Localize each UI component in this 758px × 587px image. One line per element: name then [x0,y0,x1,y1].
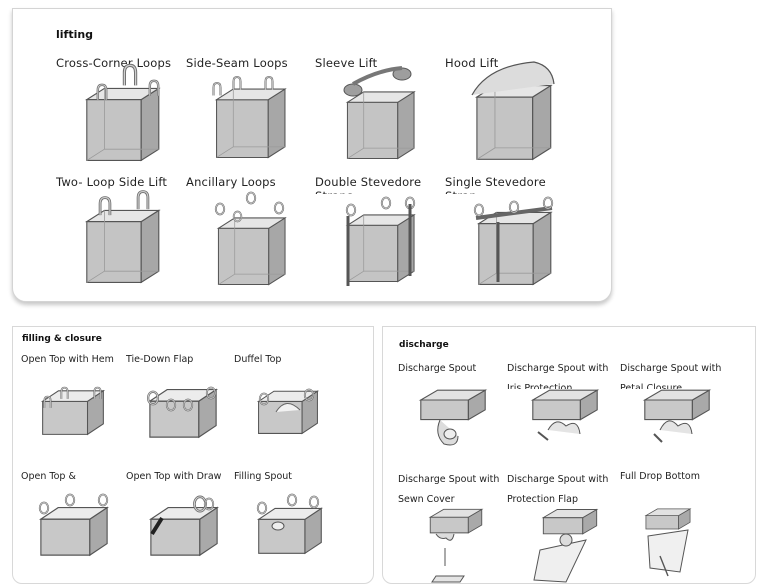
label-duffel-top: Duffel Top [234,354,282,365]
discharge-spout-illustration [420,389,486,446]
label-single-stevedore-strap: Single Stevedore Strap [445,175,546,194]
open-top-and-illustration [38,493,109,556]
label-hood-lift: Hood Lift [445,56,499,70]
label-double-stevedore-straps: Double Stevedore Straps [315,175,422,194]
label-discharge-spout-sewn-cover: Discharge Spout with Sewn Cover [398,474,500,505]
label-open-top-with-draw: Open Top with Draw [126,471,222,482]
full-drop-bottom-illustration [645,508,691,577]
tie-down-flap-illustration [146,386,217,438]
label-discharge-spout-protection-flap: Discharge Spout with Protection Flap [507,474,609,505]
label-tie-down-flap: Tie-Down Flap [126,354,194,365]
label-discharge-spout-iris-protection: Discharge Spout with Iris Protection [507,363,609,389]
open-top-with-draw-illustration [150,495,218,556]
discharge-spout-iris-illustration [532,389,598,441]
hood-lift-illustration [471,61,555,160]
double-stevedore-straps-illustration [345,196,416,286]
label-open-top-with-hem: Open Top with Hem [21,354,114,365]
cross-corner-loops-illustration [86,63,160,161]
label-ancillary-loops: Ancillary Loops [186,175,276,189]
filling-section-title: filling & closure [22,334,102,344]
discharge-spout-petal-illustration [644,389,710,443]
label-full-drop-bottom: Full Drop Bottom [620,471,700,482]
label-open-top-and: Open Top & [21,471,76,482]
lifting-section-title: lifting [56,28,94,41]
discharge-spout-sewn-cover-illustration [429,508,483,583]
side-seam-loops-illustration [212,75,286,159]
label-cross-corner-loops: Cross-Corner Loops [56,56,172,70]
single-stevedore-strap-illustration [473,196,554,285]
ancillary-loops-illustration [214,191,286,286]
sleeve-lift-illustration [343,66,415,160]
label-filling-spout: Filling Spout [234,471,293,482]
discharge-spout-protection-flap-illustration [533,508,598,583]
label-discharge-spout: Discharge Spout [398,363,477,374]
open-top-with-hem-illustration [42,386,104,435]
label-side-seam-loops: Side-Seam Loops [186,56,288,70]
two-loop-side-lift-illustration [86,190,160,284]
filling-spout-illustration [256,493,322,554]
label-sleeve-lift: Sleeve Lift [315,56,378,70]
duffel-top-illustration [257,388,319,435]
label-discharge-spout-petal-closure: Discharge Spout with Petal Closure [620,363,722,389]
label-two-loop-side-lift: Two- Loop Side Lift [56,175,168,189]
discharge-section-title: discharge [399,340,449,350]
